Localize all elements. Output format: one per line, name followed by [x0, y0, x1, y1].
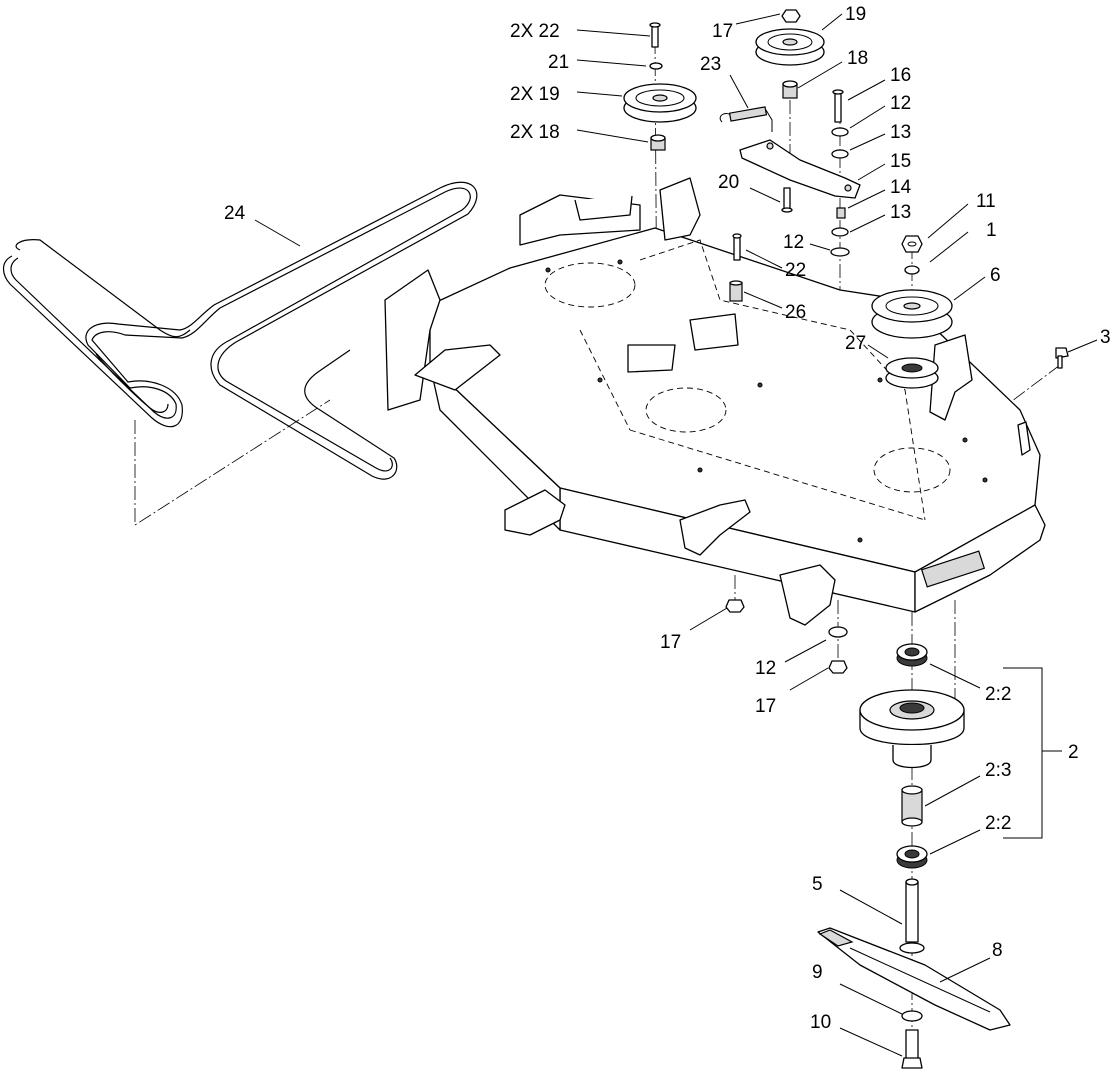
callout-22: 22: [785, 260, 806, 281]
bushing-18-left: [650, 134, 666, 151]
spindle-housing: [859, 689, 965, 769]
callout-13-b: 13: [890, 202, 911, 223]
spindle-assembly: [817, 643, 1062, 1069]
callout-2x22: 2X 22: [510, 21, 560, 42]
callout-2x19: 2X 19: [510, 84, 560, 105]
leader-lines: [254, 13, 1098, 1057]
callout-24: 24: [224, 203, 246, 224]
callout-11: 11: [976, 191, 996, 212]
callout-labels: 2X 22 21 2X 19 2X 18 17 19 18 23 16 12 1…: [224, 4, 1111, 1033]
callout-16: 16: [890, 65, 911, 86]
spring-23: [719, 106, 773, 132]
callout-21: 21: [548, 52, 569, 73]
washer-12-a: [831, 127, 849, 137]
callout-26: 26: [785, 302, 806, 323]
pulley-19-right: [755, 28, 825, 66]
idler-stack-left: [623, 22, 697, 151]
callout-15: 15: [890, 151, 911, 172]
callout-2-3: 2:3: [985, 760, 1011, 781]
bearing-2-2-lower: [896, 845, 928, 869]
bolt-22-mid: [732, 233, 742, 261]
callout-17-mid: 17: [660, 632, 681, 653]
callout-1: 1: [986, 220, 997, 241]
callout-5: 5: [812, 874, 823, 895]
callout-8: 8: [992, 940, 1003, 961]
washer-1: [904, 265, 920, 275]
callout-2: 2: [1068, 742, 1079, 763]
callout-18-top: 18: [847, 48, 868, 69]
spacer-2-3: [901, 785, 923, 827]
blade-8: [817, 927, 1011, 1031]
callout-6: 6: [990, 265, 1001, 286]
callout-10: 10: [810, 1012, 831, 1033]
washer-9: [901, 1010, 923, 1022]
spacer-27: [885, 357, 939, 389]
callout-12-c: 12: [755, 658, 776, 679]
bushing-18-right: [782, 80, 798, 99]
bolt-3: [1055, 347, 1069, 369]
nut-11: [901, 235, 923, 253]
callout-12-a: 12: [890, 93, 911, 114]
bearing-2-2-upper: [896, 643, 928, 667]
pulley-19-left: [623, 83, 697, 123]
callout-14: 14: [890, 177, 912, 198]
callout-13-a: 13: [890, 122, 911, 143]
washer-21: [649, 62, 663, 70]
bolt-20: [781, 187, 793, 213]
washer-13-a: [831, 149, 849, 159]
callout-20: 20: [718, 172, 739, 193]
washer-12-c: [828, 626, 848, 638]
callout-17-low: 17: [755, 696, 776, 717]
callout-19-top: 19: [845, 4, 866, 25]
spacer-26: [729, 280, 743, 302]
callout-12-b: 12: [783, 232, 804, 253]
nut-17-mid: [725, 599, 745, 613]
spacer-14: [836, 207, 846, 219]
drive-belt-24: [2, 181, 478, 480]
pulley-6: [871, 289, 953, 339]
callout-2-2-lower: 2:2: [985, 813, 1011, 834]
nut-17-top: [781, 9, 801, 23]
bolt-16: [832, 89, 844, 123]
idler-arm-15: [739, 139, 861, 199]
nut-17-low: [828, 660, 848, 674]
bolt-22: [651, 24, 659, 48]
washer-12-b: [830, 247, 850, 257]
callout-27: 27: [845, 333, 866, 354]
mid-hardware: [725, 233, 1069, 674]
callout-2-2-upper: 2:2: [985, 684, 1011, 705]
idler-stack-right: [719, 9, 861, 257]
bolt-10: [901, 1029, 923, 1069]
callout-3: 3: [1100, 327, 1111, 348]
washer-13-b: [831, 227, 849, 237]
callout-23: 23: [700, 54, 721, 75]
mower-deck-housing: [384, 177, 1046, 626]
callout-9: 9: [812, 962, 823, 983]
shaft-5: [899, 878, 925, 954]
callout-17-top: 17: [712, 21, 733, 42]
callout-2x18: 2X 18: [510, 122, 560, 143]
